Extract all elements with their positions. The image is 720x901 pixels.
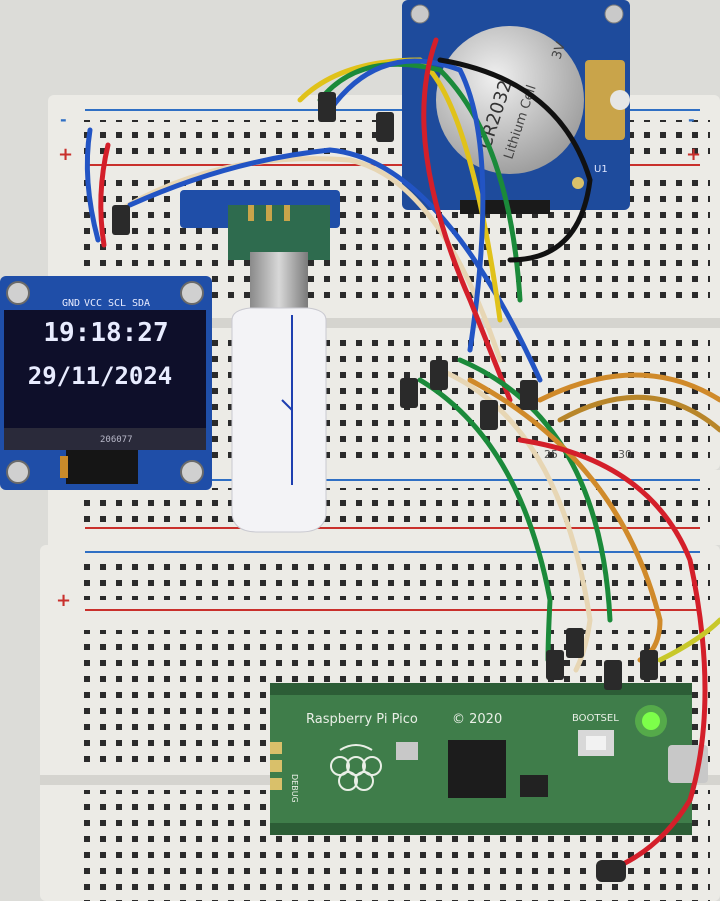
rtc-ref-u1: U1 <box>594 164 608 175</box>
oled-pin-vcc: VCC <box>84 298 102 309</box>
oled-screen <box>4 310 206 428</box>
rail-minus-label: - <box>60 110 67 129</box>
encoder-knob[interactable] <box>231 307 327 533</box>
oled-pin-gnd: GND <box>62 298 80 309</box>
battery-voltage: 3V <box>550 40 570 61</box>
column-number-30: 30 <box>618 448 632 461</box>
rail-plus-label-bottom: + <box>56 590 71 611</box>
oled-part-number: 206077 <box>100 435 133 445</box>
rtc-module: CR2032 Lithium Cell 3V U1 <box>402 0 630 214</box>
wire-connectors <box>112 92 658 882</box>
jumper-wires <box>84 37 720 873</box>
rotary-encoder <box>180 190 340 533</box>
rp2040-chip <box>448 740 506 798</box>
rail-plus-label-right: + <box>686 144 701 165</box>
oled-module: GND VCC SCL SDA 19:18:27 29/11/2024 2060… <box>0 276 212 490</box>
oled-pin-scl: SCL <box>108 298 126 309</box>
oled-time: 19:18:27 <box>43 318 168 348</box>
oled-pin-sda: SDA <box>132 298 150 309</box>
coin-cell-battery <box>436 26 584 174</box>
power-led <box>642 712 660 730</box>
column-number-25: 25 <box>544 448 558 461</box>
oled-date: 29/11/2024 <box>28 362 173 390</box>
pico-bootsel-label: BOOTSEL <box>572 713 619 724</box>
pico-copyright: © 2020 <box>452 712 502 727</box>
pico-debug-label: DEBUG <box>290 774 299 803</box>
rail-plus-label: + <box>58 144 73 165</box>
pico-board: Raspberry Pi Pico © 2020 BOOTSEL DEBUG <box>270 683 708 835</box>
rail-minus-label-right: - <box>688 110 695 129</box>
raspberry-logo-icon <box>330 744 382 791</box>
pico-silkscreen: Raspberry Pi Pico <box>306 712 418 727</box>
